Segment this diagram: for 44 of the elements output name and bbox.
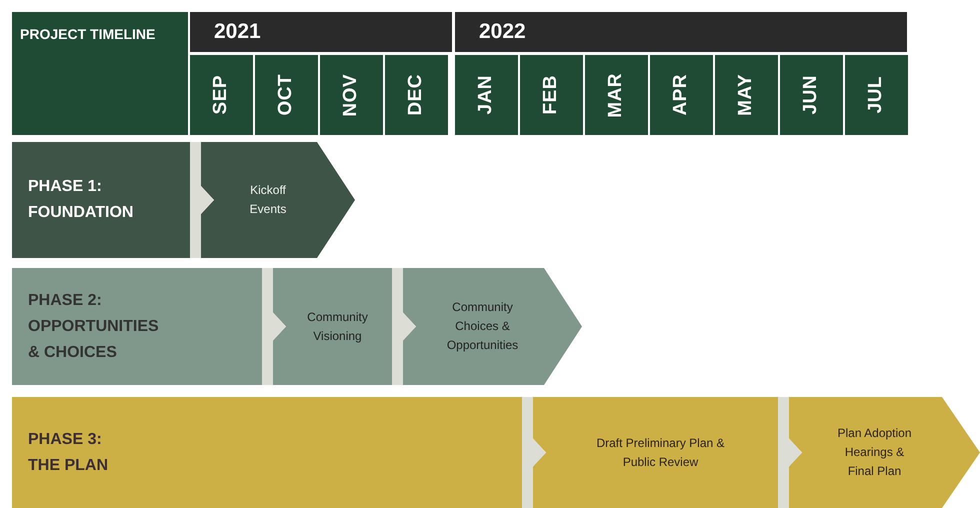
month-label: JUL xyxy=(864,76,888,114)
phase-title: PHASE 1: FOUNDATION xyxy=(28,177,134,223)
phase-label-box xyxy=(12,397,522,508)
month-cell xyxy=(320,55,383,135)
month-label: FEB xyxy=(539,75,562,115)
segment-text: Kickoff Events xyxy=(248,182,288,218)
year-label: 2021 xyxy=(214,19,261,46)
month-cell xyxy=(190,55,253,135)
month-label: JUN xyxy=(799,75,822,115)
segment-text: Community Choices & Opportunities xyxy=(446,299,520,354)
year-label: 2022 xyxy=(479,19,526,46)
month-cell xyxy=(455,55,518,135)
chevron-connector xyxy=(522,397,546,508)
month-label: SEP xyxy=(209,75,232,115)
month-label: MAR xyxy=(604,72,628,118)
chevron-connector xyxy=(392,268,416,385)
title-box xyxy=(12,12,188,135)
month-cell xyxy=(845,55,908,135)
month-cell xyxy=(255,55,318,135)
segment-text: Plan Adoption Hearings & Final Plan xyxy=(836,425,913,480)
segment-text: Community Visioning xyxy=(306,308,369,344)
segment-text: Draft Preliminary Plan & Public Review xyxy=(596,434,726,470)
month-cell xyxy=(780,55,843,135)
year-bar xyxy=(190,12,452,52)
month-label: OCT xyxy=(274,74,298,116)
month-cell xyxy=(385,55,448,135)
month-label: DEC xyxy=(404,74,428,116)
phase-label-box xyxy=(12,268,262,385)
phase-title: PHASE 3: THE PLAN xyxy=(28,430,109,476)
month-label: JAN xyxy=(474,75,498,115)
month-label: NOV xyxy=(339,74,362,116)
month-cell xyxy=(650,55,713,135)
month-label: APR xyxy=(669,74,692,116)
phase-title: PHASE 2: OPPORTUNITIES & CHOICES xyxy=(28,290,160,362)
chevron-connector xyxy=(778,397,802,508)
title-text: PROJECT TIMELINE xyxy=(20,25,156,44)
month-cell xyxy=(585,55,648,135)
year-bar xyxy=(455,12,907,52)
month-cell xyxy=(715,55,778,135)
month-cell xyxy=(520,55,583,135)
chevron-connector xyxy=(262,268,286,385)
chevron-connector xyxy=(190,142,214,258)
month-label: MAY xyxy=(734,74,758,116)
phase-label-box xyxy=(12,142,190,258)
